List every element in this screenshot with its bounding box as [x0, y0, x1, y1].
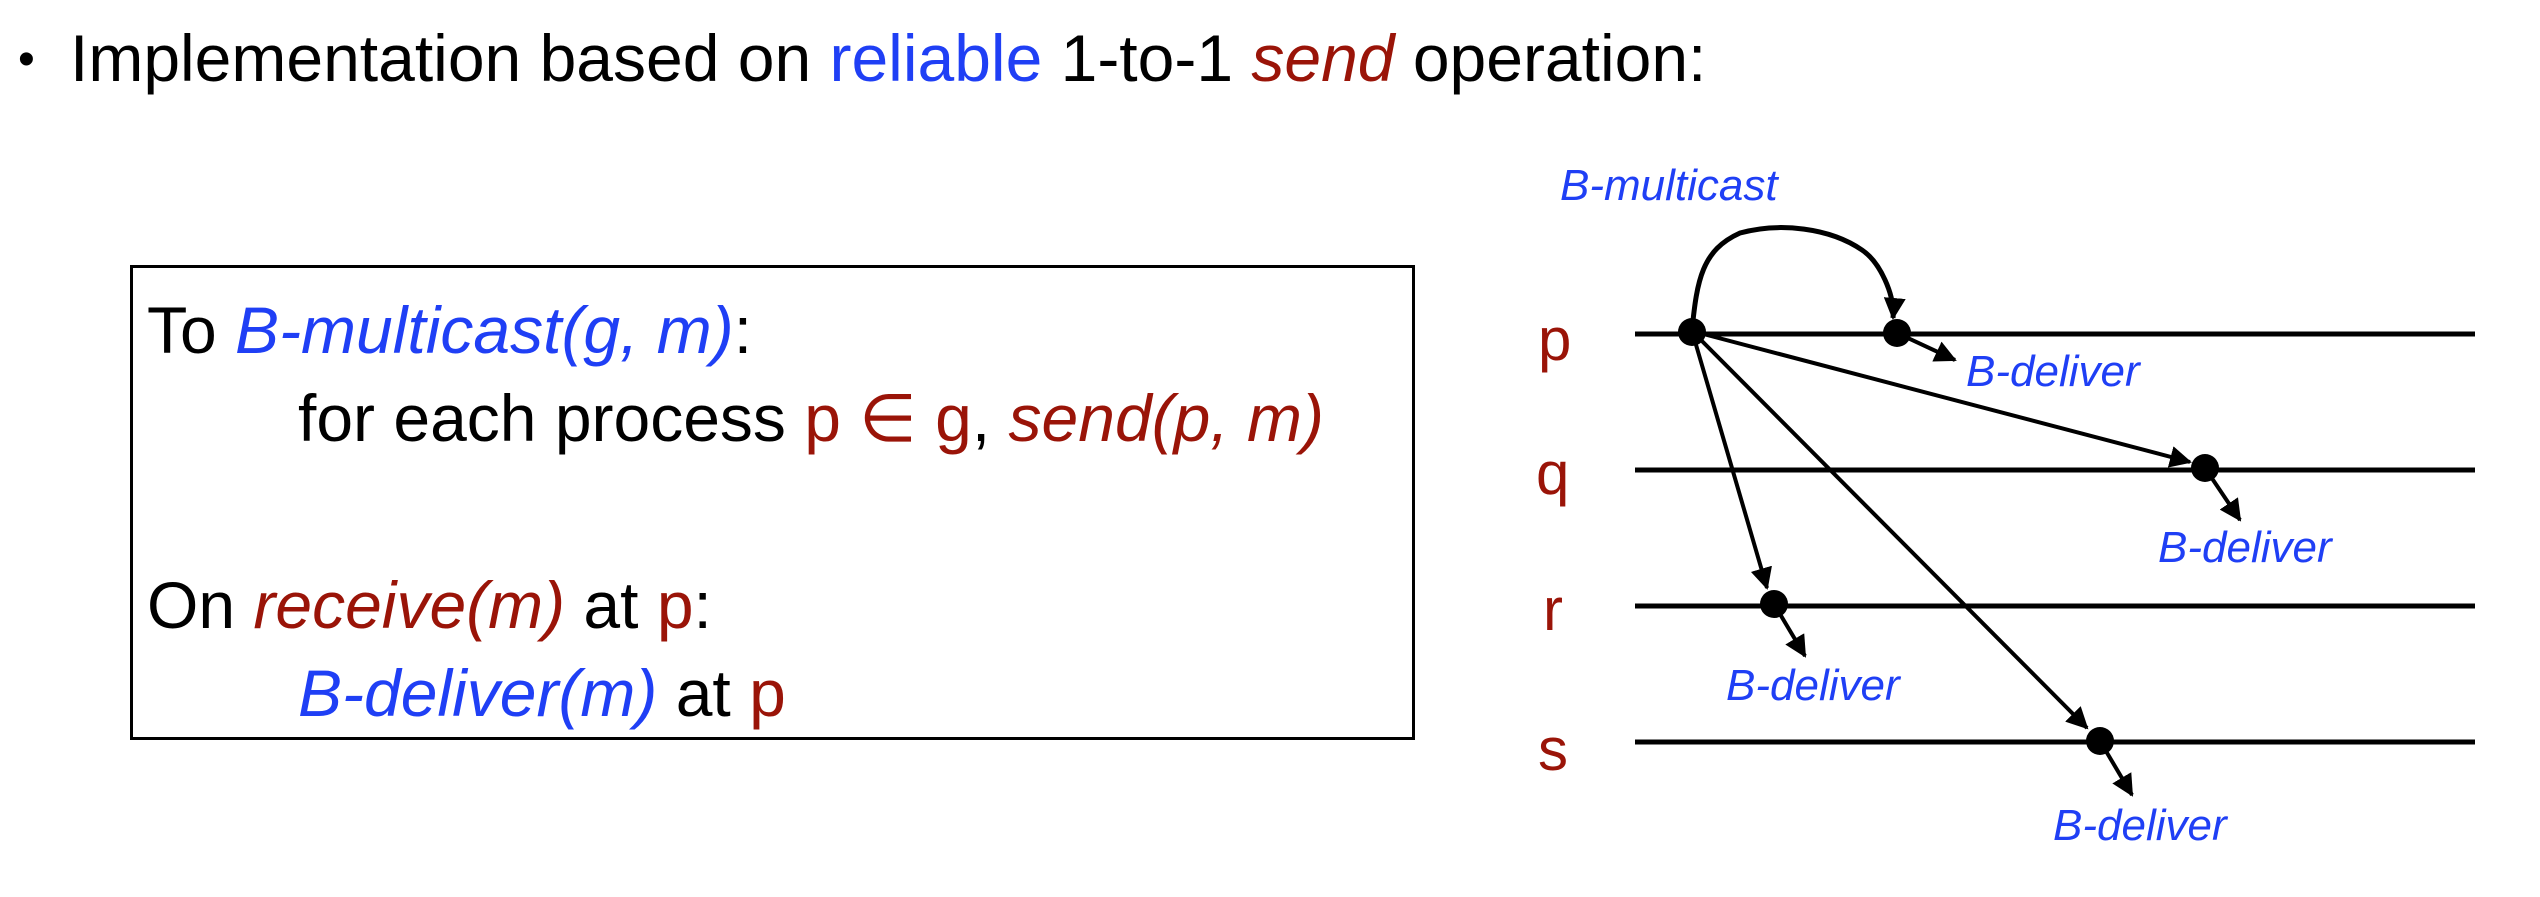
b-multicast-call: B-multicast(g, m) — [235, 293, 734, 367]
algorithm-line-4: B-deliver(m) at p — [298, 653, 786, 733]
line4-at: at — [657, 656, 750, 730]
b-deliver-label-s: B-deliver — [2053, 801, 2229, 850]
headline-text-1: Implementation based on — [70, 21, 830, 95]
send-event-dot — [1678, 318, 1706, 346]
line3-prefix: On — [147, 568, 254, 642]
receive-call: receive(m) — [253, 568, 566, 642]
line3-p: p — [656, 568, 694, 642]
algorithm-line-3: On receive(m) at p: — [147, 565, 712, 645]
message-arrow-to-p — [1689, 225, 1906, 331]
deliver-arrow-p — [1896, 331, 1957, 362]
process-label-r: r — [1543, 576, 1563, 643]
b-deliver-label-q: B-deliver — [2158, 523, 2334, 572]
line2-prefix: for each process — [298, 381, 805, 455]
line1-suffix: : — [733, 293, 753, 367]
process-label-q: q — [1536, 440, 1569, 507]
line2-comma: , — [971, 381, 1009, 455]
message-arrow-to-r — [1690, 330, 1772, 590]
headline-text-2: 1-to-1 — [1042, 21, 1252, 95]
headline: • Implementation based on reliable 1-to-1… — [18, 18, 1706, 100]
algorithm-box: To B-multicast(g, m): for each process p… — [130, 265, 1415, 740]
process-label-s: s — [1538, 716, 1568, 783]
line3-suffix: : — [693, 568, 712, 642]
deliver-arrow-r — [1772, 602, 1807, 658]
line1-prefix: To — [147, 293, 236, 367]
b-deliver-call: B-deliver(m) — [298, 656, 658, 730]
message-arrow-to-s — [1690, 329, 2089, 730]
process-label-p: p — [1538, 306, 1571, 373]
headline-text-3: operation: — [1394, 21, 1707, 95]
b-deliver-label-p: B-deliver — [1966, 347, 2142, 396]
b-multicast-label: B-multicast — [1560, 161, 1779, 210]
line4-p: p — [749, 656, 786, 730]
deliver-arrow-s — [2098, 739, 2134, 797]
deliver-arrow-q — [2203, 466, 2242, 522]
send-call: send(p, m) — [1008, 381, 1324, 455]
line2-p: p — [804, 381, 841, 455]
message-arrow-to-q — [1691, 329, 2192, 468]
b-deliver-label-r: B-deliver — [1726, 661, 1902, 710]
line2-element-of: ∈ g — [840, 381, 972, 455]
bullet-icon: • — [18, 33, 35, 86]
headline-reliable: reliable — [829, 21, 1043, 95]
algorithm-line-2: for each process p ∈ g, send(p, m) — [298, 378, 1324, 458]
algorithm-line-1: To B-multicast(g, m): — [147, 290, 752, 370]
line3-at: at — [565, 568, 657, 642]
headline-send: send — [1251, 21, 1395, 95]
